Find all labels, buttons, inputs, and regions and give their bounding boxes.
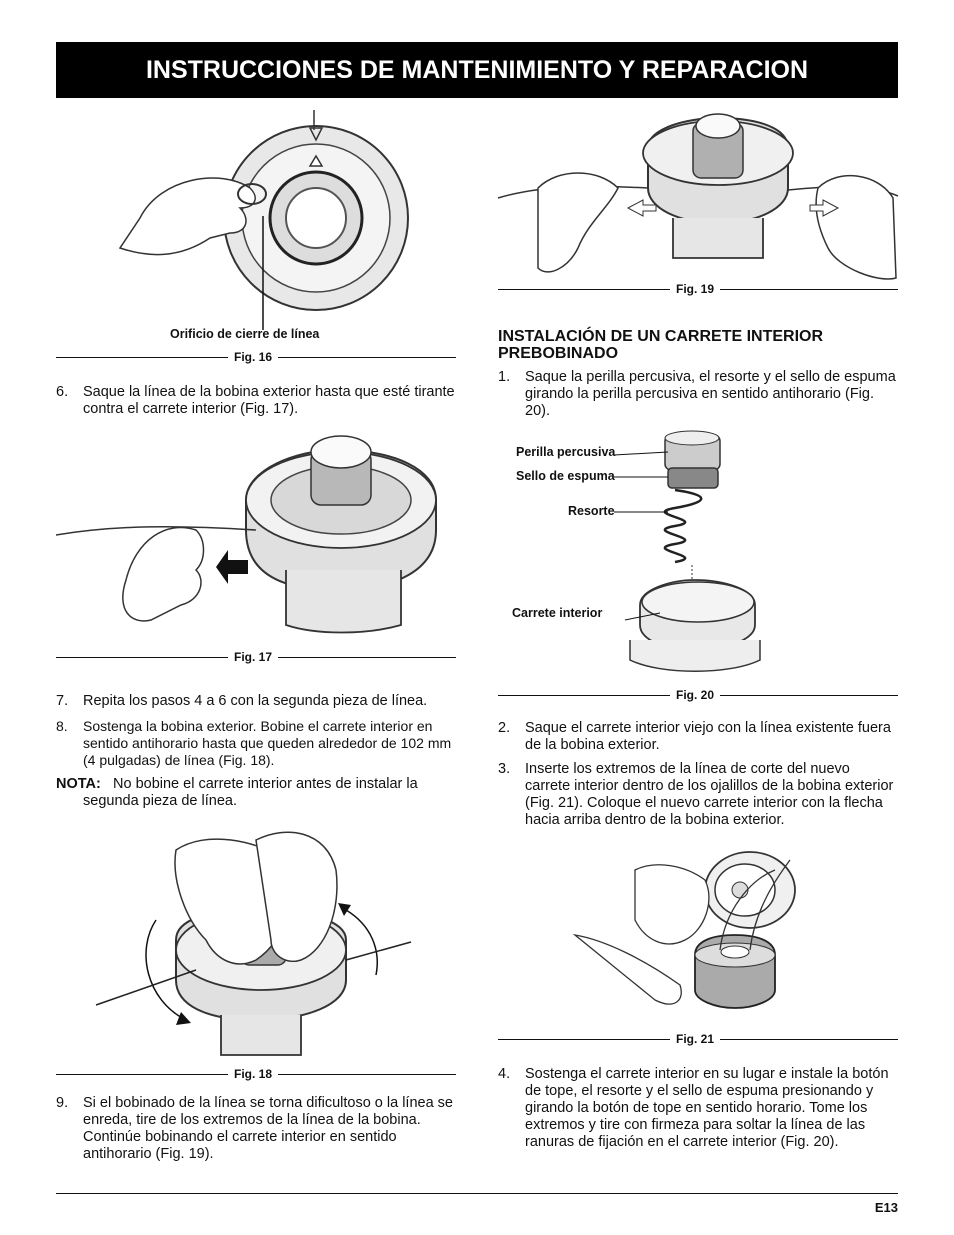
fig17-illustration [55, 435, 437, 634]
fig19-illustration [497, 113, 899, 280]
footer-rule [56, 1193, 898, 1194]
fig16-illustration [118, 110, 409, 330]
section-heading: INSTALACIÓN DE UN CARRETE INTERIOR PREBO… [498, 328, 824, 362]
note-text: No bobine el carrete interior antes de i… [83, 776, 418, 809]
note-label: NOTA: [56, 776, 101, 792]
fig20-callout-perilla: Perilla percusiva [516, 445, 616, 459]
fig20-caption: Fig. 20 [498, 688, 898, 702]
fig16-caption: Fig. 16 [56, 350, 456, 364]
fig21-illustration [572, 851, 796, 1009]
fig18-illustration [95, 831, 412, 1056]
fig16-callout: Orificio de cierre de línea [170, 327, 320, 341]
fig20-callout-sello: Sello de espuma [516, 469, 615, 483]
fig20-callout-carrete: Carrete interior [512, 606, 603, 620]
fig17-caption: Fig. 17 [56, 650, 456, 664]
fig21-caption: Fig. 21 [498, 1032, 898, 1046]
fig20-callout-resorte: Resorte [568, 504, 615, 518]
fig20-illustration [613, 430, 761, 672]
fig19-caption: Fig. 19 [498, 282, 898, 296]
page-number: E13 [874, 1200, 898, 1215]
fig18-caption: Fig. 18 [56, 1067, 456, 1081]
page-title-banner: INSTRUCCIONES DE MANTENIMIENTO Y REPARAC… [56, 42, 898, 98]
